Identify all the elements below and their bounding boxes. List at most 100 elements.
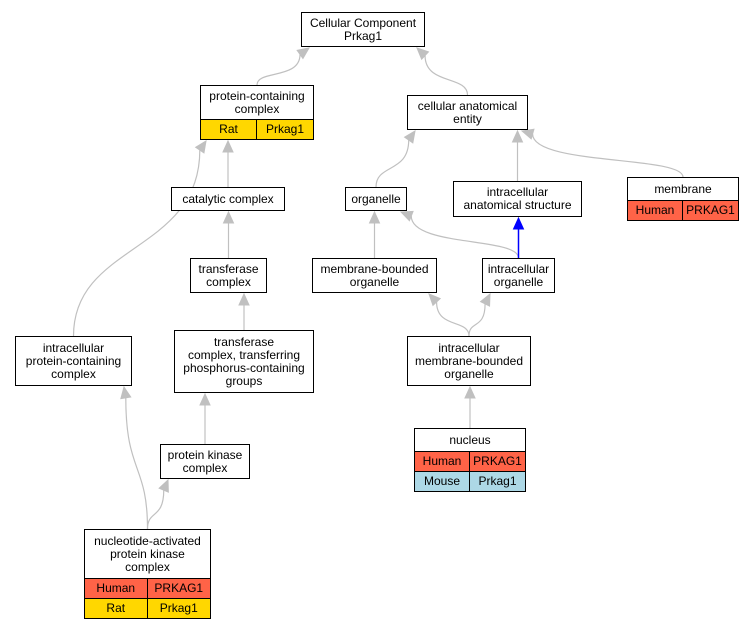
- edge-arrowhead: [222, 210, 235, 224]
- edge-arrowhead: [416, 47, 430, 61]
- gene-cell: Prkag1: [470, 471, 525, 491]
- edge-arrowhead: [368, 210, 381, 224]
- node-label: organelle: [346, 188, 406, 210]
- gene-cell: Prkag1: [257, 119, 313, 139]
- edge-line: [256, 54, 301, 86]
- species-cell: Mouse: [415, 471, 470, 491]
- node-label-line: complex: [125, 559, 170, 574]
- gene-cell: PRKAG1: [683, 200, 738, 220]
- node-label-line: membrane: [654, 181, 712, 196]
- edge-arrowhead: [222, 139, 234, 153]
- edge-arrowhead: [464, 385, 476, 399]
- edge-arrowhead: [194, 140, 207, 154]
- edge-arrowhead: [403, 130, 416, 144]
- edge-line: [424, 55, 469, 96]
- edge-arrowhead: [120, 385, 132, 400]
- node-label-line: cellular anatomical: [417, 98, 518, 113]
- node-label-line: phosphorus-containing: [183, 360, 305, 375]
- node-label-line: Cellular Component: [309, 15, 417, 30]
- node-label-line: complex: [51, 366, 96, 381]
- node-label: catalytic complex: [172, 188, 284, 210]
- node-label-line: complex: [234, 101, 280, 116]
- edge-arrowhead: [511, 129, 524, 143]
- node-label-line: catalytic complex: [182, 191, 274, 206]
- node-label-line: complex, transferring: [187, 347, 301, 362]
- node-label-line: complex: [182, 460, 228, 475]
- node-label-line: intracellular: [487, 261, 550, 276]
- node-label-line: protein kinase: [167, 447, 243, 462]
- node-label-line: entity: [453, 111, 482, 126]
- node-label-line: protein kinase: [110, 546, 185, 561]
- edge-arrowhead: [512, 216, 525, 230]
- species-cell: Human: [415, 451, 470, 471]
- node-label-line: protein-containing: [209, 88, 305, 103]
- node-organelle[interactable]: organelle: [345, 187, 407, 211]
- gene-cell: PRKAG1: [470, 451, 525, 471]
- edge-line: [375, 140, 410, 188]
- edge-arrowhead: [238, 292, 250, 306]
- node-label-line: organelle: [351, 191, 401, 206]
- node-label: membrane: [628, 178, 738, 200]
- node-label-line: transferase: [213, 334, 274, 349]
- node-label-line: nucleus: [449, 432, 491, 447]
- node-label-line: transferase: [198, 261, 259, 276]
- species-cell: Rat: [85, 598, 148, 618]
- node-label-line: groups: [225, 373, 263, 388]
- edge-line: [410, 215, 520, 259]
- gene-cell: Prkag1: [147, 598, 210, 618]
- node-label-line: anatomical structure: [463, 198, 572, 212]
- edge-arrowhead: [428, 293, 442, 307]
- edge-line: [531, 133, 684, 178]
- node-catalytic-complex[interactable]: catalytic complex: [171, 187, 285, 211]
- node-label-line: complex: [206, 274, 251, 289]
- node-label-line: membrane-bounded: [414, 353, 524, 368]
- species-cell: Human: [85, 578, 148, 598]
- edge-line: [435, 301, 470, 337]
- node-label-line: protein-containing: [25, 353, 122, 368]
- node-label-line: organelle: [493, 274, 544, 289]
- edge-line: [72, 150, 201, 337]
- edge-line: [468, 303, 486, 337]
- node-label-line: organelle: [349, 274, 400, 289]
- node-label-line: membrane-bounded: [320, 261, 429, 276]
- node-label: nucleus: [415, 429, 525, 451]
- species-cell: Human: [628, 200, 683, 220]
- node-label-line: Prkag1: [343, 28, 383, 43]
- node-label-line: intracellular: [42, 340, 105, 355]
- node-label-line: nucleotide-activated: [94, 533, 201, 548]
